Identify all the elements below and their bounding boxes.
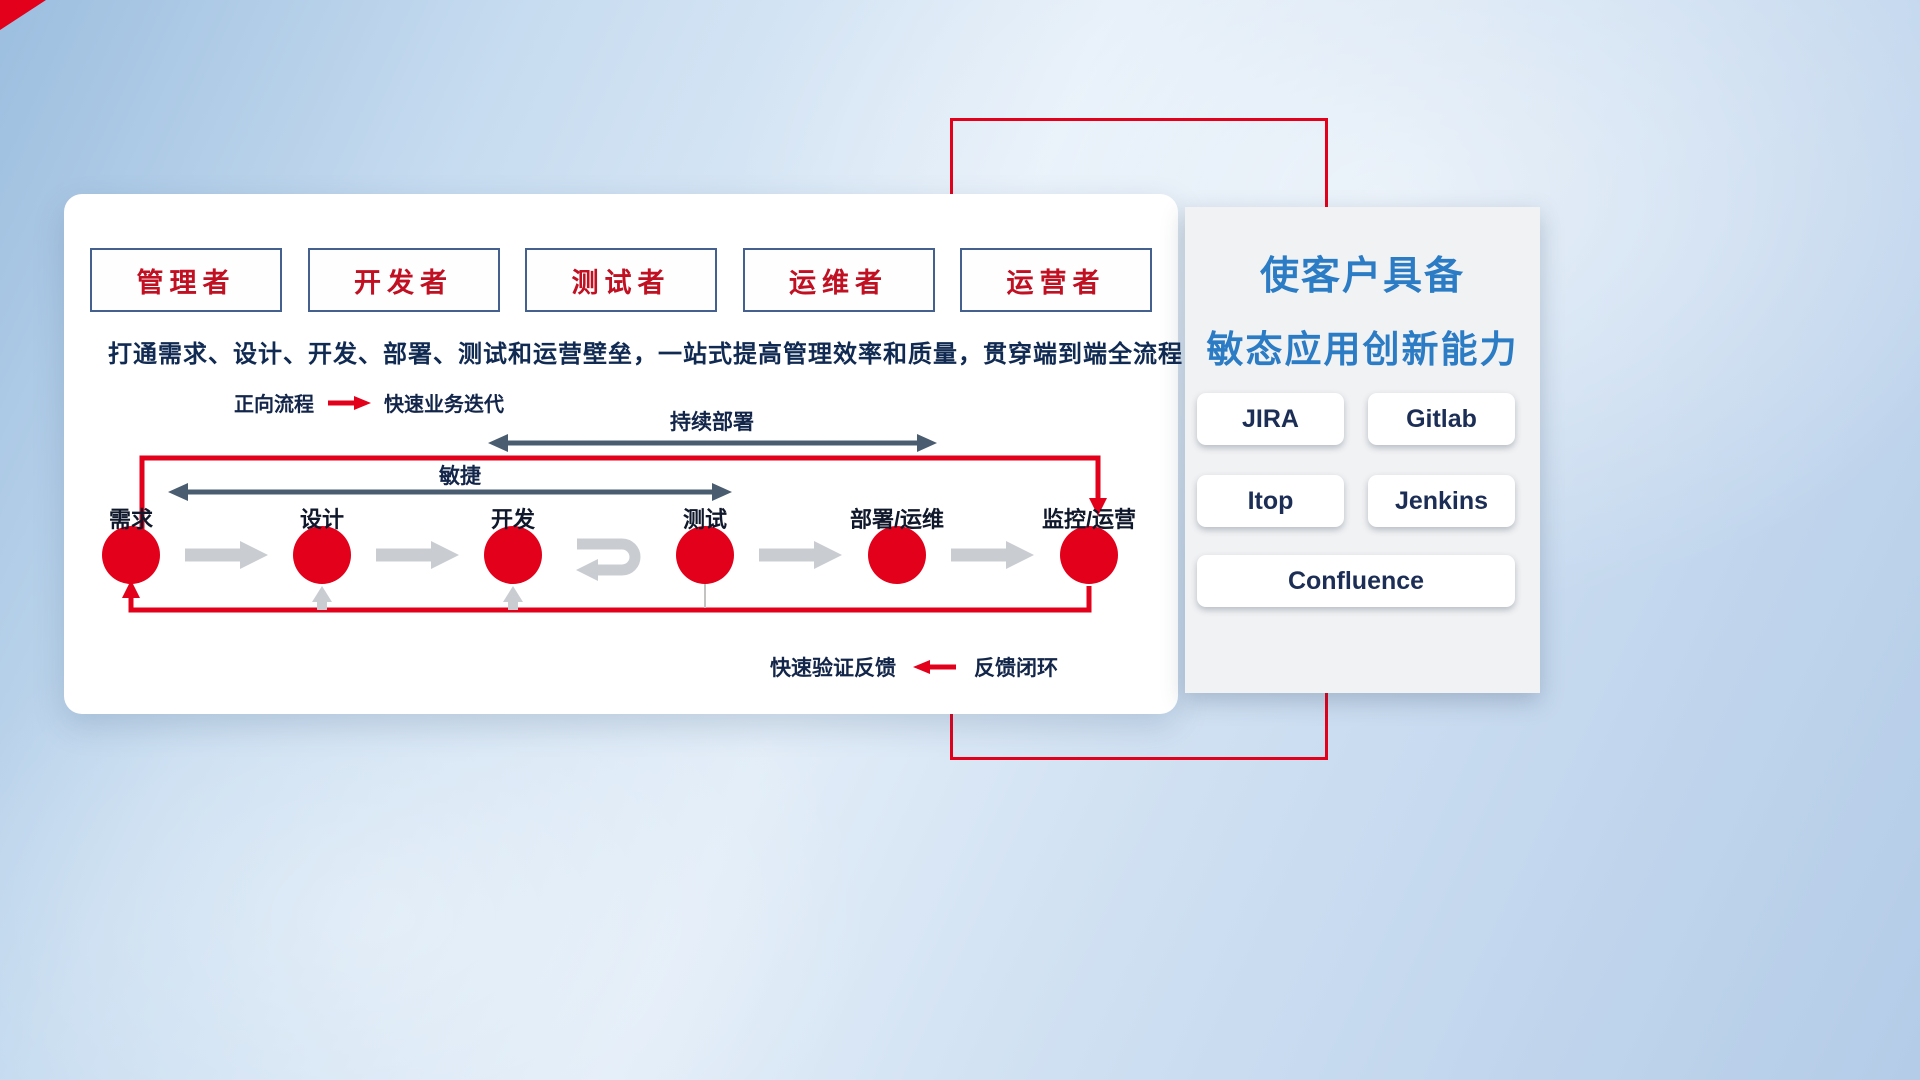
- stage-arrow-4: [951, 541, 1034, 569]
- role-box-developer: 开发者: [307, 248, 500, 312]
- stage-node-deploy-ops: [868, 526, 926, 584]
- stage-label-monitor: 监控/运营: [1041, 507, 1137, 532]
- agile-label: 敏捷: [439, 465, 481, 488]
- panel-title-line2: 敏态应用创新能力: [1206, 329, 1519, 370]
- feedback-desc: 快速验证反馈: [770, 657, 896, 680]
- up-arrow-design: [312, 586, 332, 610]
- tool-chip-confluence: Confluence: [1197, 555, 1515, 607]
- stage-node-design: [293, 526, 351, 584]
- role-box-ops: 运维者: [742, 248, 935, 312]
- stage-label-test: 测试: [682, 507, 727, 532]
- role-box-manager: 管理者: [90, 248, 282, 312]
- role-label: 运维者: [789, 267, 888, 298]
- up-arrow-dev: [503, 586, 523, 610]
- tool-chip-jira: JIRA: [1197, 393, 1344, 445]
- stage-label-deploy-ops: 部署/运维: [849, 507, 945, 532]
- tool-chip-itop: Itop: [1197, 475, 1344, 527]
- feedback-arrow-icon: [913, 660, 956, 674]
- feedback-legend: 快速验证反馈 反馈闭环: [770, 652, 1058, 682]
- stage-label-design: 设计: [299, 507, 344, 532]
- continuous-deploy-arrow: [488, 434, 937, 452]
- role-box-operator: 运营者: [960, 248, 1152, 312]
- continuous-deploy-label: 持续部署: [670, 411, 754, 434]
- forward-flow-label: 正向流程: [234, 394, 314, 416]
- stage-node-requirements: [102, 526, 160, 584]
- feedback-label: 反馈闭环: [974, 657, 1058, 680]
- stage-node-dev: [484, 526, 542, 584]
- forward-arrow-icon: [328, 395, 371, 410]
- tool-chip-jenkins: Jenkins: [1368, 475, 1515, 527]
- role-label: 测试者: [571, 267, 671, 298]
- devops-flow-card: 管理者 开发者 测试者 运维者 运营者 打通需求、设计、开发、部署、测试和运营壁…: [64, 194, 1182, 714]
- role-label: 开发者: [354, 267, 453, 298]
- stage-arrow-3: [759, 541, 842, 569]
- roles-row: 管理者 开发者 测试者 运维者 运营者: [90, 248, 1152, 312]
- stage-arrow-1: [185, 541, 268, 569]
- stage-label-dev: 开发: [490, 507, 535, 532]
- stage-arrow-2: [376, 541, 459, 569]
- forward-flow-desc: 快速业务迭代: [384, 394, 504, 416]
- role-label: 运营者: [1006, 267, 1106, 298]
- process-subtitle: 打通需求、设计、开发、部署、测试和运营壁垒，一站式提高管理效率和质量，贯穿端到端…: [108, 341, 1183, 368]
- role-label: 管理者: [136, 267, 236, 298]
- corner-logo: [0, 0, 46, 30]
- stage-node-monitor: [1060, 526, 1118, 584]
- stage-node-test: [676, 526, 734, 584]
- panel-title-line1: 使客户具备: [1259, 255, 1465, 298]
- stage-label-requirements: 需求: [108, 507, 153, 532]
- tool-chip-gitlab: Gitlab: [1368, 393, 1515, 445]
- forward-flow-legend: 正向流程 快速业务迭代: [234, 388, 504, 417]
- capability-panel: 使客户具备 敏态应用创新能力 JIRA Gitlab Itop Jenkins …: [1185, 207, 1540, 693]
- role-box-tester: 测试者: [525, 248, 717, 312]
- iteration-arrow: [576, 538, 641, 581]
- feedback-loop-arrow: [122, 580, 1092, 613]
